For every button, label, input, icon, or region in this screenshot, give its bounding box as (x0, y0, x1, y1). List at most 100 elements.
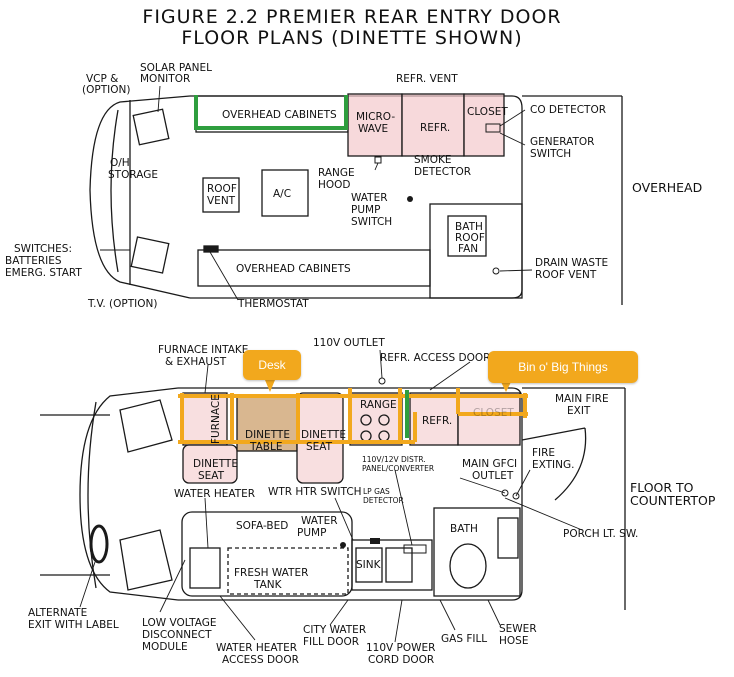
label-bath-fan-2: ROOF (455, 232, 485, 244)
label-gas-fill: GAS FILL (441, 633, 487, 645)
label-refr-access: REFR. ACCESS DOOR (380, 352, 490, 364)
label-fire-ext-1: FIRE (532, 447, 555, 459)
label-sofa-bed: SOFA-BED (236, 520, 288, 532)
floor-cab (79, 387, 179, 601)
sink-counter-box (351, 539, 433, 591)
desk-callout[interactable]: Desk (243, 350, 301, 380)
floor-windshield (87, 401, 97, 589)
label-fire-ext-2: EXTING. (532, 459, 574, 471)
label-overhead-cabinets-top: OVERHEAD CABINETS (222, 109, 337, 121)
tv-box (130, 236, 170, 274)
overhead-green-highlight (194, 95, 348, 130)
main-fire-exit-door (521, 427, 587, 501)
overhead-leader-lines (100, 85, 533, 301)
label-ac: A/C (273, 188, 291, 200)
label-water-pump-switch-3: SWITCH (351, 216, 392, 228)
label-panel-1: 110V/12V DISTR. (362, 455, 426, 464)
floor-labels: FURNACE INTAKE & EXHAUST 110V OUTLET REF… (28, 337, 716, 666)
label-range-hood-2: HOOD (318, 179, 351, 191)
label-city-water-2: FILL DOOR (303, 636, 359, 648)
label-furnace-box: FURNACE (210, 394, 222, 444)
label-microwave-2: WAVE (358, 123, 388, 135)
label-fresh-water-1: FRESH WATER (234, 567, 308, 579)
refr-floor-box (409, 392, 459, 446)
dinette-seat-left-box (182, 444, 238, 484)
label-main-fire-2: EXIT (567, 405, 591, 417)
label-overhead-cabinets-bottom: OVERHEAD CABINETS (236, 263, 351, 275)
label-city-water-1: CITY WATER (303, 624, 366, 636)
label-wh-access-1: WATER HEATER (216, 642, 297, 654)
label-power-cord-1: 110V POWER (366, 642, 435, 654)
label-water-pump-2: PUMP (297, 527, 326, 539)
label-smoke-2: DETECTOR (414, 166, 471, 178)
label-switches-1: SWITCHES: (14, 243, 72, 255)
vcp-box (132, 108, 170, 146)
label-oh-storage-2: STORAGE (108, 169, 158, 181)
label-vcp-1: VCP & (86, 73, 118, 85)
refr-box (401, 93, 465, 157)
label-fresh-water-2: TANK (253, 579, 283, 591)
bin-callout-pointer (500, 380, 512, 392)
water-heater-box (189, 547, 221, 589)
label-low-voltage-2: DISCONNECT (142, 629, 212, 641)
driver-seat (119, 399, 173, 453)
label-panel-2: PANEL/CONVERTER (362, 464, 434, 473)
overhead-section-label: OVERHEAD (632, 180, 702, 195)
roof-vent-box (202, 177, 240, 213)
label-solar-2: MONITOR (140, 73, 190, 85)
label-furnace-1: FURNACE INTAKE (158, 344, 248, 356)
thermostat-icon (203, 245, 219, 253)
burner-2 (378, 414, 390, 426)
label-dinette-table-2: TABLE (249, 441, 282, 453)
orange-overlay (178, 388, 528, 444)
smoke-detector-dot (407, 196, 413, 202)
burner-1 (360, 414, 372, 426)
fire-extinguisher-icon (512, 492, 520, 500)
label-switches-3: EMERG. START (5, 267, 82, 279)
label-generator-2: SWITCH (530, 148, 571, 160)
label-bath: BATH (450, 523, 478, 535)
floor-body-outline (178, 387, 523, 601)
floor-leader-lines (79, 349, 583, 643)
overhead-cabinets-bottom-box (197, 249, 431, 287)
label-lp-gas-1: LP GAS (363, 487, 390, 496)
fresh-water-tank-box (227, 547, 349, 595)
label-roof-vent-2: VENT (207, 195, 236, 207)
overhead-plan (89, 93, 623, 305)
label-bath-fan-3: FAN (458, 243, 478, 255)
label-oh-storage-1: O/H (110, 157, 130, 169)
label-refr-overhead: REFR. (420, 122, 450, 134)
floor-section-label-1: FLOOR TO (630, 480, 694, 495)
label-sewer-2: HOSE (499, 635, 528, 647)
toilet (449, 543, 487, 589)
label-water-pump-1: WATER (301, 515, 338, 527)
label-alt-exit-2: EXIT WITH LABEL (28, 619, 119, 631)
range-box (349, 392, 403, 446)
label-sewer-1: SEWER (499, 623, 537, 635)
bin-callout[interactable]: Bin o' Big Things (488, 351, 638, 383)
label-lp-gas-2: DETECTOR (363, 496, 404, 505)
ac-box (261, 169, 309, 217)
outlet-110v-icon (378, 377, 386, 385)
label-low-voltage-1: LOW VOLTAGE (142, 617, 217, 629)
gfci-outlet-icon (501, 489, 509, 497)
label-tv: T.V. (OPTION) (87, 298, 157, 310)
alternate-exit-window (89, 524, 109, 564)
label-water-pump-switch-2: PUMP (351, 204, 380, 216)
label-outlet-110v: 110V OUTLET (313, 337, 385, 349)
label-microwave-1: MICRO- (356, 111, 395, 123)
water-pump-switch-icon (374, 156, 382, 164)
label-dinette-seat-right-1: DINETTE (301, 429, 346, 441)
label-vcp-2: (OPTION) (82, 84, 130, 96)
label-roof-vent-1: ROOF (207, 183, 237, 195)
label-main-fire-1: MAIN FIRE (555, 393, 609, 405)
label-dinette-seat-left-2: SEAT (198, 470, 225, 482)
closet-floor-box (457, 392, 521, 446)
co-detector-icon (485, 123, 501, 133)
label-switches-2: BATTERIES (5, 255, 62, 267)
label-furnace-2: & EXHAUST (165, 356, 227, 368)
passenger-seat (119, 529, 173, 591)
label-range-hood-1: RANGE (318, 167, 355, 179)
